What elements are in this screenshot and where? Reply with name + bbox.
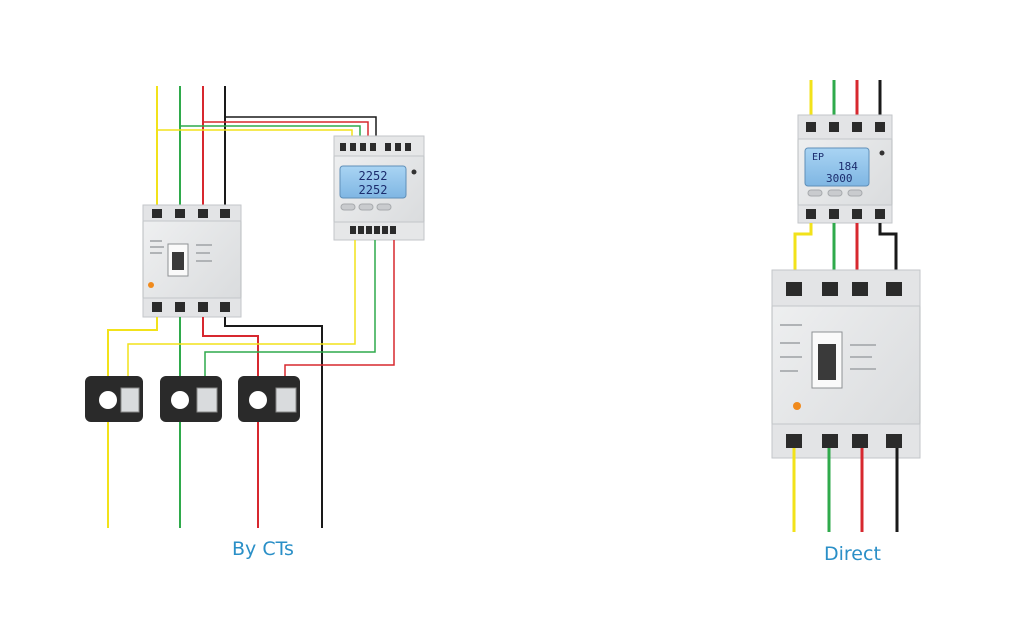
ct-wiring-group: 2252 2252 xyxy=(85,86,425,528)
direct-circuit-breaker xyxy=(771,269,921,459)
by-cts-caption: By CTs xyxy=(232,538,294,560)
ct-secondary-wires xyxy=(127,240,395,384)
direct-wiring-group: EP 184 3000 xyxy=(771,80,921,532)
direct-load-wires xyxy=(792,448,899,532)
direct-caption: Direct xyxy=(824,543,881,565)
direct-supply-wires xyxy=(809,80,882,120)
ct-circuit-breaker xyxy=(142,204,242,318)
ct-load-wires xyxy=(107,317,323,528)
current-transformer-l1 xyxy=(85,376,143,422)
ct-meter-display-line2: 2252 xyxy=(359,183,388,197)
current-transformer-l2 xyxy=(160,376,222,422)
ct-supply-wires xyxy=(156,86,226,205)
direct-interconnect-wires xyxy=(793,223,898,278)
ct-meter-display-line1: 2252 xyxy=(359,169,388,183)
direct-meter-display-line1: EP xyxy=(812,152,824,163)
direct-energy-meter: EP 184 3000 xyxy=(797,114,893,224)
ct-energy-meter: 2252 2252 xyxy=(333,135,425,241)
current-transformer-l3 xyxy=(238,376,300,422)
direct-meter-display-line2: 184 xyxy=(838,160,858,173)
direct-meter-display-line3: 3000 xyxy=(826,172,853,185)
